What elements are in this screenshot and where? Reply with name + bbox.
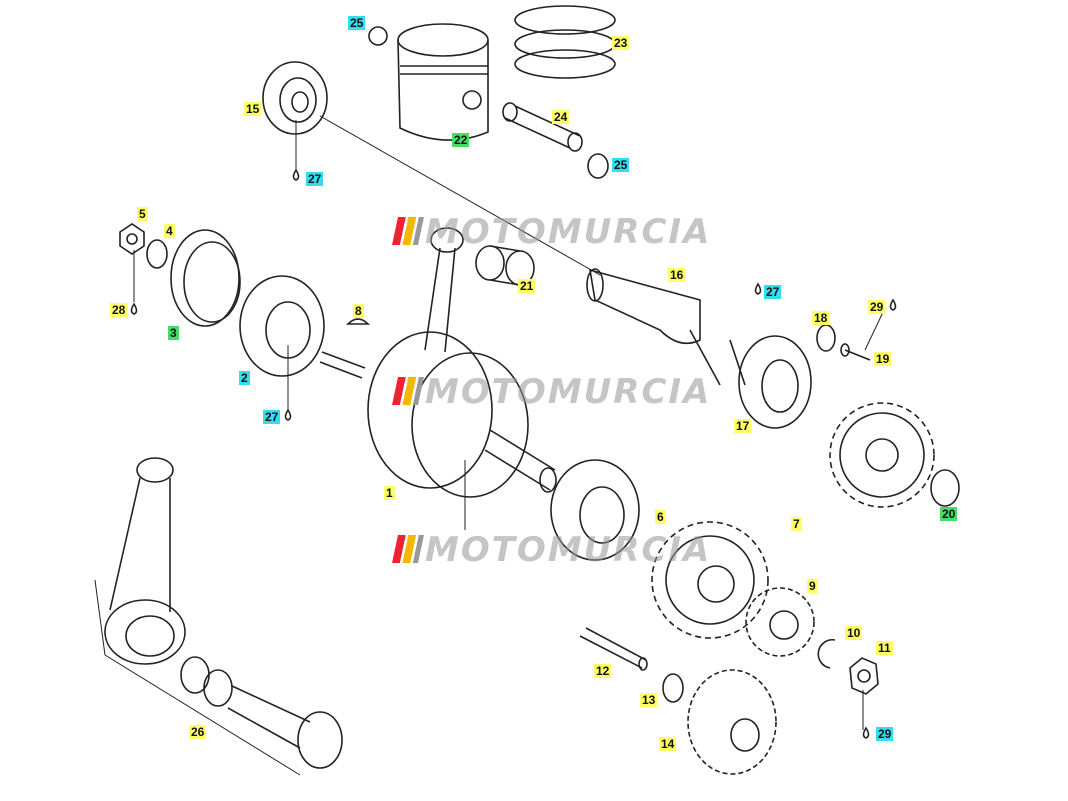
part-label-14: 14: [659, 737, 677, 751]
gear-9: [745, 587, 815, 657]
bearing-2: [239, 275, 325, 377]
part-label-11: 11: [876, 641, 893, 655]
part-label-25: 25: [348, 16, 366, 30]
crankshaft: [319, 227, 557, 498]
pin-12: [579, 627, 648, 671]
circlip-10: [817, 638, 836, 669]
part-label-1: 1: [384, 486, 395, 500]
part-label-12: 12: [594, 664, 612, 678]
needle-bearing-26: [180, 656, 233, 707]
part-label-2: 2: [239, 371, 250, 385]
leader-lines: [94, 115, 886, 776]
part-label-4: 4: [164, 224, 175, 238]
nut-11: [849, 657, 879, 695]
part-label-27: 27: [764, 285, 782, 299]
bearing-17: [738, 335, 812, 429]
bearing-6: [550, 459, 640, 561]
piston-rings: [514, 5, 616, 79]
watermark: MOTOMURCIA: [392, 212, 711, 252]
part-label-27: 27: [306, 172, 324, 186]
part-label-29: 29: [876, 727, 894, 741]
part-label-7: 7: [791, 517, 802, 531]
connecting-rod: [104, 457, 186, 665]
gear-right: [829, 402, 935, 508]
oil-drop-icons: [130, 168, 897, 739]
part-label-21: 21: [518, 279, 536, 293]
part-label-17: 17: [734, 419, 752, 433]
part-label-18: 18: [812, 311, 830, 325]
part-label-6: 6: [655, 510, 666, 524]
washer-18: [816, 324, 836, 352]
part-label-19: 19: [874, 352, 892, 366]
crank-pin-26: [227, 685, 343, 769]
seal-3: [170, 229, 241, 327]
watermark: MOTOMURCIA: [392, 372, 711, 412]
part-label-16: 16: [668, 268, 686, 282]
part-label-23: 23: [612, 36, 630, 50]
circlip-right: [587, 153, 609, 179]
circlip-20: [930, 469, 960, 507]
part-label-29: 29: [868, 300, 886, 314]
nut-5: [119, 223, 145, 255]
watermark: MOTOMURCIA: [392, 530, 711, 570]
circlip-top: [368, 26, 388, 46]
part-label-22: 22: [452, 133, 470, 147]
part-label-27: 27: [263, 410, 281, 424]
key-8: [346, 318, 370, 325]
gear-14: [687, 669, 777, 775]
balancer-shaft: [586, 268, 746, 386]
part-label-13: 13: [640, 693, 658, 707]
part-label-25: 25: [612, 158, 630, 172]
part-label-10: 10: [845, 626, 863, 640]
bolt-19: [840, 343, 871, 361]
part-label-9: 9: [807, 579, 818, 593]
part-label-5: 5: [137, 207, 148, 221]
part-label-28: 28: [110, 303, 128, 317]
piston: [397, 23, 489, 141]
part-label-24: 24: [552, 110, 570, 124]
washer-13: [662, 673, 684, 703]
washer-4: [146, 239, 168, 269]
part-label-15: 15: [244, 102, 262, 116]
part-label-26: 26: [189, 725, 207, 739]
part-label-20: 20: [940, 507, 958, 521]
bearing-15: [262, 61, 328, 135]
piston-pin: [502, 102, 583, 152]
gear-lower: [651, 521, 769, 639]
part-label-3: 3: [168, 326, 179, 340]
part-label-8: 8: [353, 304, 364, 318]
